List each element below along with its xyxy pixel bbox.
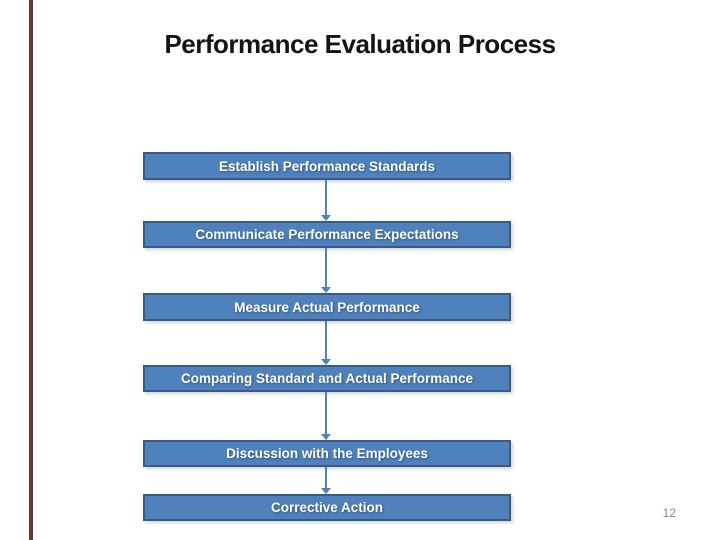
- page-number: 12: [662, 506, 676, 520]
- flow-step-corrective-action: Corrective Action: [143, 494, 511, 521]
- flow-step-communicate-expectations: Communicate Performance Expectations: [143, 221, 511, 248]
- left-accent-bar: [29, 0, 33, 540]
- arrow-down-icon: [321, 215, 331, 221]
- arrow-down-icon: [321, 434, 331, 440]
- connector-line: [325, 248, 327, 288]
- arrow-down-icon: [321, 287, 331, 293]
- connector-line: [325, 180, 327, 216]
- flow-step-discussion-employees: Discussion with the Employees: [143, 440, 511, 467]
- connector-line: [325, 321, 327, 360]
- flow-step-measure-performance: Measure Actual Performance: [143, 293, 511, 321]
- arrow-down-icon: [321, 359, 331, 365]
- flow-step-establish-standards: Establish Performance Standards: [143, 152, 511, 180]
- flow-step-compare-standard-actual: Comparing Standard and Actual Performanc…: [143, 365, 511, 392]
- connector-line: [325, 467, 327, 489]
- arrow-down-icon: [321, 488, 331, 494]
- connector-line: [325, 392, 327, 435]
- slide-title: Performance Evaluation Process: [164, 29, 556, 59]
